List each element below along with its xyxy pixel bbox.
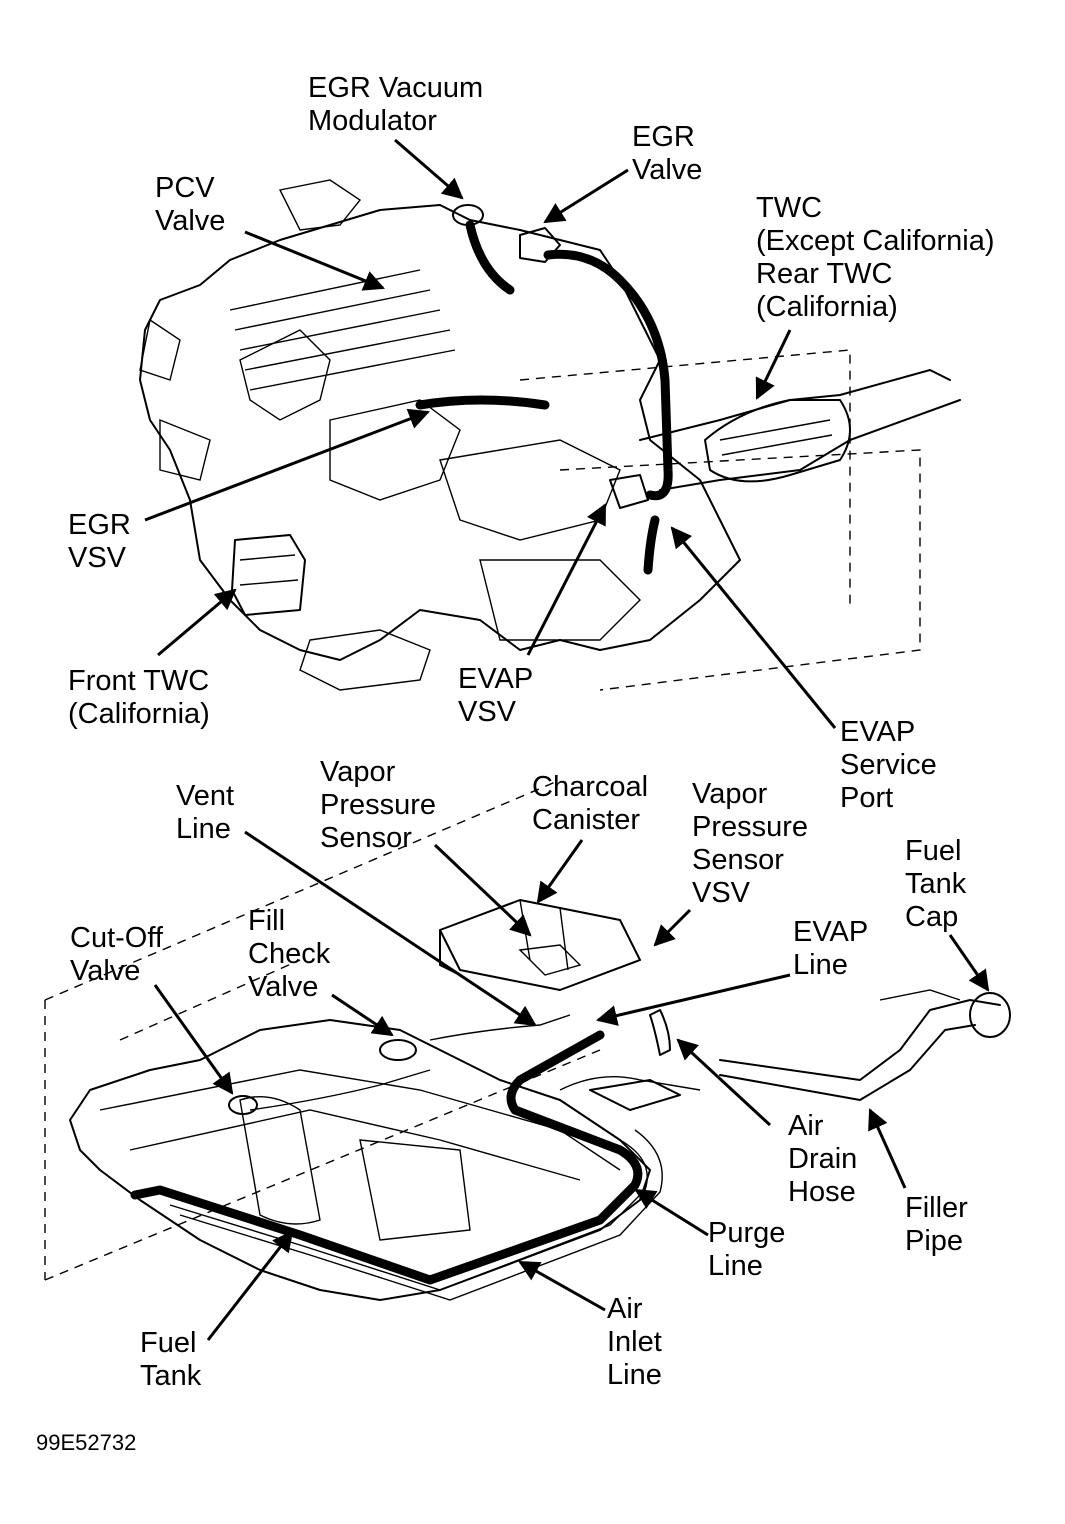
fuel-system-illustration (44, 779, 1011, 1301)
arrow-fuel-tank-cap (948, 934, 990, 992)
arrow-fill-check-valve (331, 993, 394, 1037)
label-twc: TWC(Except California)Rear TWC(Californi… (756, 192, 995, 323)
arrow-egr-valve (543, 168, 629, 224)
figure-id: 99E52732 (36, 1430, 137, 1455)
arrow-air-inlet-line (518, 1260, 606, 1312)
leader-arrows (144, 138, 990, 1341)
arrow-evap-service-port (670, 526, 837, 729)
arrow-front-twc (157, 588, 237, 657)
arrow-vent-line (244, 830, 537, 1027)
arrow-pcv-valve (244, 230, 385, 291)
arrow-evap-vsv (526, 503, 607, 656)
arrow-twc (755, 329, 792, 400)
label-front-twc: Front TWC(California) (68, 665, 210, 730)
arrow-evap-line (595, 973, 791, 1026)
arrow-vapor-pressure-sensor-vsv (653, 908, 692, 947)
arrow-charcoal-canister (536, 839, 584, 904)
arrow-egr-vacuum-modulator (394, 138, 464, 200)
arrow-fuel-tank (206, 1230, 294, 1341)
arrow-purge-line (634, 1188, 709, 1237)
arrow-cut-off-valve (153, 984, 234, 1095)
arrow-vapor-pressure-sensor (433, 843, 532, 937)
arrow-air-drain-hose (676, 1038, 772, 1127)
arrow-filler-pipe (868, 1108, 907, 1189)
arrow-egr-vsv (144, 408, 430, 522)
